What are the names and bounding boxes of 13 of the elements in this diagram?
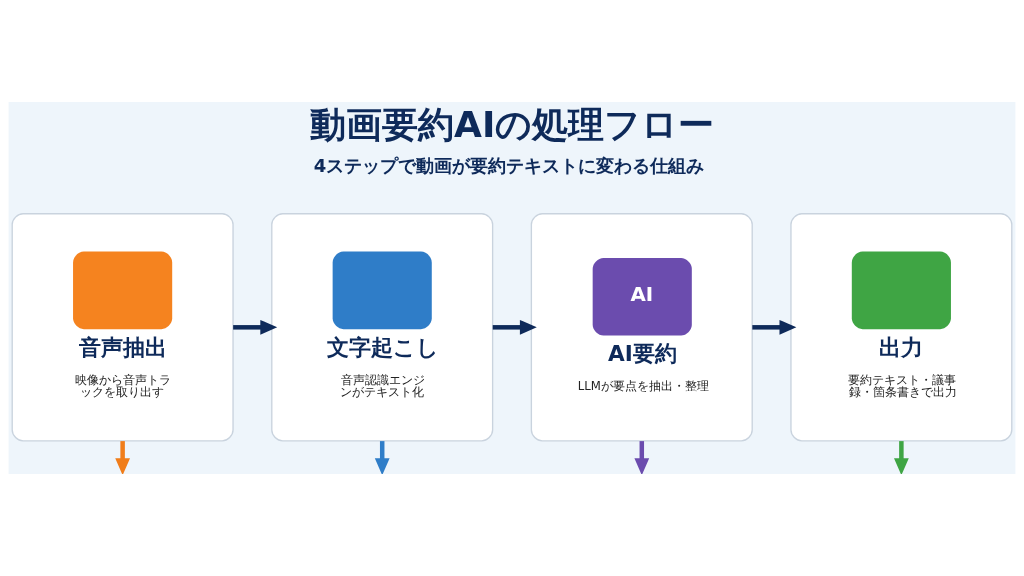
label: 4ステップで動画が要約テキストに変わる仕組み [313, 155, 705, 177]
diagram-title: 動画要約AIの処理フロー [310, 104, 715, 147]
arrow [492, 319, 537, 335]
node-box: 音声抽出 映像から音声トラックを取り出す [11, 213, 234, 442]
arrow [233, 319, 278, 335]
node-box: 出力 要約テキスト・議事録・箇条書きで出力 [790, 213, 1013, 442]
node-box: AI AI要約 LLMが要点を抽出・整理 [530, 213, 753, 442]
arrow [894, 441, 909, 474]
node-box: 文字起こし 音声認識エンジンがテキスト化 [271, 213, 494, 442]
arrow [634, 441, 650, 474]
arrow [752, 319, 797, 335]
arrow [115, 441, 131, 474]
arrow [374, 441, 390, 474]
